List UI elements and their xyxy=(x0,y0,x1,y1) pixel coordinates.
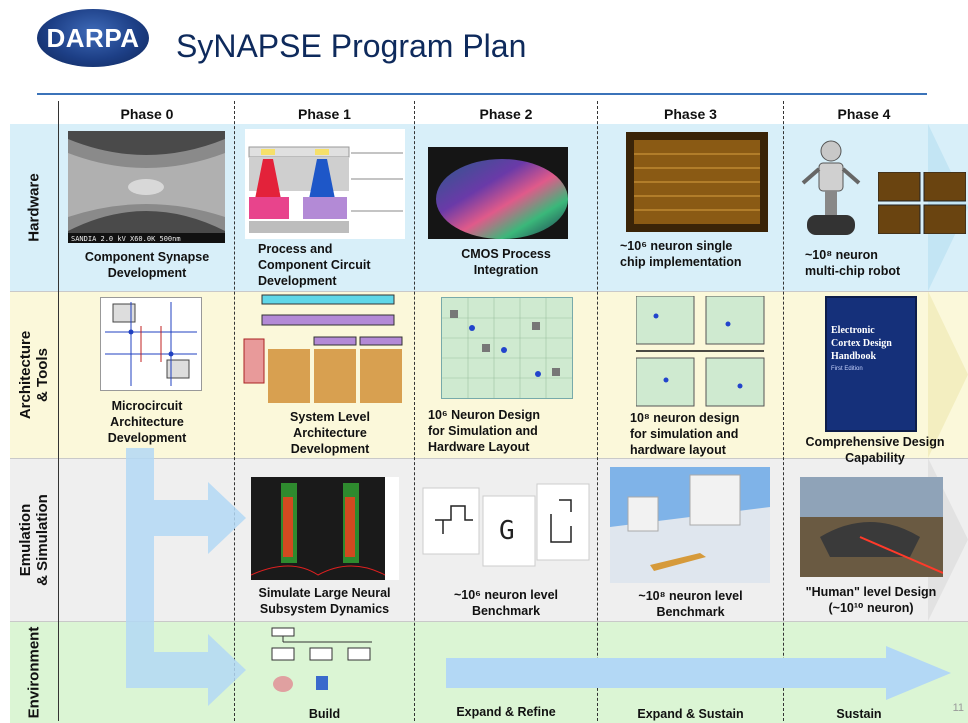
phase-3-header: Phase 3 xyxy=(664,106,717,122)
phase-divider xyxy=(597,101,598,721)
cmos-wafer-image xyxy=(428,147,568,239)
emu-p2-caption: ~10⁶ neuron level Benchmark xyxy=(453,588,559,618)
phase-0-header: Phase 0 xyxy=(120,106,174,122)
arch-p2-caption: 10⁶ Neuron Design for Simulation and Har… xyxy=(428,408,541,454)
emu-p4-caption: "Human" level Design (~10¹⁰ neuron) xyxy=(805,585,937,615)
human-level-robot-image xyxy=(800,477,943,577)
arch-p4-caption: Comprehensive Design Capability xyxy=(805,435,945,465)
darpa-logo: DARPA xyxy=(37,9,149,67)
title-rule xyxy=(37,93,927,95)
slide-title: SyNAPSE Program Plan xyxy=(176,28,527,64)
row-label-architecture: Architecture & Tools xyxy=(17,330,52,419)
row-divider xyxy=(10,291,968,292)
row-divider xyxy=(10,621,968,622)
emu-p3-caption: ~10⁸ neuron level Benchmark xyxy=(638,589,743,619)
phase-2-header: Phase 2 xyxy=(479,106,533,122)
phase-divider xyxy=(414,101,415,721)
sem-synapse-image: SANDIA 2.0 kV X60.0K 500nm xyxy=(68,131,225,243)
logo-text: DARPA xyxy=(46,22,140,53)
label-column-divider xyxy=(58,101,59,721)
hw-p2-caption: CMOS Process Integration xyxy=(461,247,551,277)
hw-p0-caption: Component Synapse Development xyxy=(84,250,210,280)
flow-arrow-down-right xyxy=(126,448,246,706)
hw-p1-caption: Process and Component Circuit Developmen… xyxy=(258,242,371,288)
robot-image xyxy=(797,137,865,242)
handbook-title: Electronic Cortex Design Handbook xyxy=(831,325,892,362)
row-label-hardware: Hardware xyxy=(25,173,43,242)
sem-banner: SANDIA 2.0 kV X60.0K 500nm xyxy=(71,235,181,243)
design-handbook-image: Electronic Cortex Design Handbook First … xyxy=(825,296,917,432)
hw-p4-caption: ~10⁸ neuron multi-chip robot xyxy=(805,248,901,278)
handbook-edition: First Edition xyxy=(831,366,863,372)
hw-p3-caption: ~10⁶ neuron single chip implementation xyxy=(620,239,742,269)
emu-p1-caption: Simulate Large Neural Subsystem Dynamics xyxy=(258,586,391,616)
benchmark-grids: G xyxy=(421,482,593,580)
env-p2-caption: Expand & Refine xyxy=(456,705,556,719)
build-network-diagram xyxy=(262,626,392,704)
virtual-environment-image xyxy=(610,467,770,583)
row-label-environment: Environment xyxy=(25,626,43,718)
env-p4-caption: Sustain xyxy=(836,707,882,721)
arch-p0-caption: Microcircuit Architecture Development xyxy=(107,399,187,445)
flow-arrow-environment xyxy=(446,646,951,700)
phase-4-header: Phase 4 xyxy=(837,106,891,122)
circuit-stack-diagram xyxy=(245,129,405,239)
microcircuit-diagram xyxy=(100,297,202,391)
arch-p1-caption: System Level Architecture Development xyxy=(290,410,370,456)
neural-dynamics-plot xyxy=(251,477,399,580)
page-number: 11 xyxy=(952,702,964,714)
multichip-array-image xyxy=(878,172,966,234)
phase-1-header: Phase 1 xyxy=(298,106,351,122)
env-p1-caption: Build xyxy=(308,707,341,721)
row-label-emulation: Emulation & Simulation xyxy=(17,493,52,586)
neuron-design-quad-grid xyxy=(636,296,766,408)
phase-divider xyxy=(234,101,235,721)
row-divider xyxy=(10,458,968,459)
neuron-chip-image xyxy=(626,132,768,232)
env-p3-caption: Expand & Sustain xyxy=(637,707,744,721)
arch-p3-caption: 10⁸ neuron design for simulation and har… xyxy=(630,411,740,457)
system-architecture-diagram xyxy=(242,293,407,405)
neuron-design-grid xyxy=(441,297,573,399)
phase-divider xyxy=(783,101,784,721)
benchmark-letter-g: G xyxy=(499,516,515,546)
